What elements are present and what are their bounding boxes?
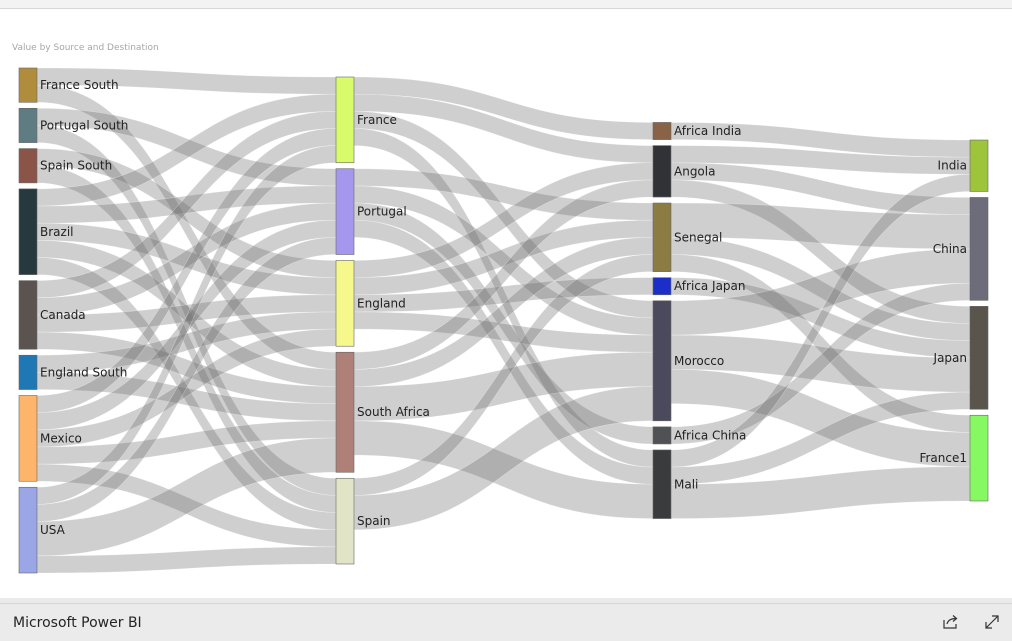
node-label-india: India: [938, 159, 967, 173]
node-canada[interactable]: [18, 280, 38, 350]
node-france[interactable]: [335, 76, 355, 164]
node-label-brazil: Brazil: [40, 225, 74, 239]
node-france1[interactable]: [969, 414, 989, 502]
brand-label: Microsoft Power BI: [13, 615, 142, 631]
node-label-morocco: Morocco: [674, 354, 724, 368]
node-japan[interactable]: [969, 306, 989, 410]
node-label-france: France: [357, 113, 397, 127]
node-label-china: China: [933, 242, 967, 256]
node-senegal[interactable]: [652, 202, 672, 272]
footer-bar: Microsoft Power BI: [0, 603, 1012, 641]
node-mali[interactable]: [652, 449, 672, 519]
node-label-france-south: France South: [40, 78, 119, 92]
node-label-england-south: England South: [40, 365, 127, 379]
share-icon[interactable]: [942, 613, 960, 631]
top-strip: [0, 0, 1012, 9]
node-label-portugal: Portugal: [357, 205, 407, 219]
visual-title: Value by Source and Destination: [12, 43, 159, 53]
node-label-south-africa: South Africa: [357, 405, 430, 419]
node-label-africa-japan: Africa Japan: [674, 279, 746, 293]
node-label-usa: USA: [40, 523, 66, 537]
node-mexico[interactable]: [18, 395, 38, 482]
node-spain-south[interactable]: [18, 148, 38, 184]
node-africa-china[interactable]: [652, 426, 672, 445]
node-france-south[interactable]: [18, 67, 38, 103]
node-label-japan: Japan: [933, 351, 967, 365]
node-africa-japan[interactable]: [652, 277, 672, 296]
node-label-spain-south: Spain South: [40, 159, 112, 173]
node-china[interactable]: [969, 197, 989, 301]
node-brazil[interactable]: [18, 188, 38, 275]
node-india[interactable]: [969, 139, 989, 192]
node-label-portugal-south: Portugal South: [40, 118, 128, 132]
node-morocco[interactable]: [652, 300, 672, 422]
node-portugal[interactable]: [335, 168, 355, 255]
node-label-senegal: Senegal: [674, 230, 722, 244]
node-label-mexico: Mexico: [40, 431, 82, 445]
node-england-south[interactable]: [18, 354, 38, 390]
node-label-spain: Spain: [357, 514, 391, 528]
node-label-england: England: [357, 296, 406, 310]
node-label-angola: Angola: [674, 164, 715, 178]
node-label-mali: Mali: [674, 477, 698, 491]
node-usa[interactable]: [18, 486, 38, 574]
report-canvas: Value by Source and Destination: [0, 9, 1012, 598]
node-label-france1: France1: [919, 451, 967, 465]
node-england[interactable]: [335, 260, 355, 347]
node-label-africa-india: Africa India: [674, 124, 742, 138]
node-angola[interactable]: [652, 145, 672, 198]
node-south-africa[interactable]: [335, 351, 355, 473]
links-group: [36, 67, 971, 574]
node-label-canada: Canada: [40, 308, 86, 322]
expand-icon[interactable]: [983, 613, 1001, 631]
node-label-africa-china: Africa China: [674, 428, 746, 442]
node-spain[interactable]: [335, 477, 355, 565]
node-portugal-south[interactable]: [18, 107, 38, 143]
node-africa-india[interactable]: [652, 122, 672, 140]
